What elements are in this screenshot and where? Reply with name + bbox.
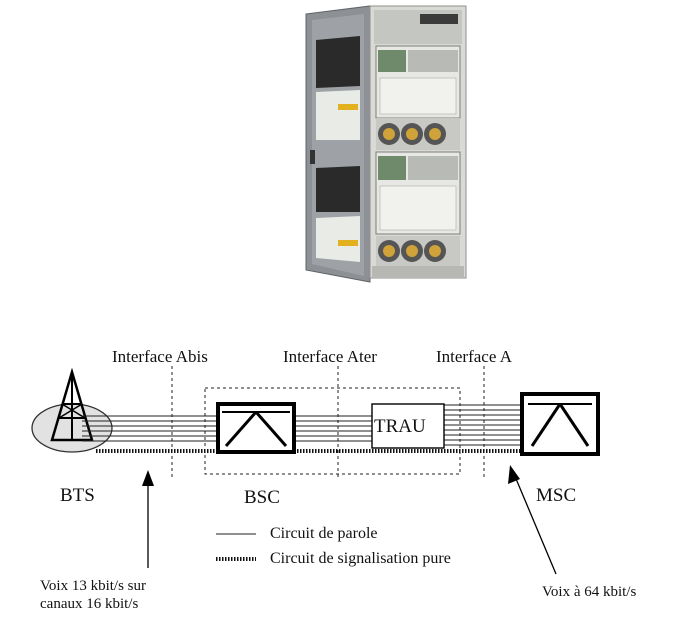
interface-abis-label: Interface Abis [112,347,208,366]
trau-box [371,403,445,449]
legend-speech-label: Circuit de parole [270,525,378,542]
bsc-switch-icon [216,402,296,454]
speech-circuit-lines [82,404,522,446]
legend-signaling-label: Circuit de signalisation pure [270,550,451,567]
msc-switch-icon [520,392,600,456]
bsc-cabinet-image [305,5,467,283]
trau-label: TRAU [374,416,426,437]
interface-a-label: Interface A [436,347,512,366]
voice-13-note-line2: canaux 16 kbit/s [40,596,139,612]
bts-label: BTS [60,485,95,506]
bts-antenna-icon [31,367,113,453]
interface-ater-label: Interface Ater [283,347,377,366]
voice-13-note: Voix 13 kbit/s sur canaux 16 kbit/s [40,577,146,613]
voice-13-note-line1: Voix 13 kbit/s sur [40,578,146,594]
msc-label: MSC [536,485,577,506]
bsc-label: BSC [244,487,280,508]
voice-64-note: Voix à 64 kbit/s [542,584,637,600]
voice-64-arrow [508,465,557,575]
voice-13-arrow [142,470,154,568]
